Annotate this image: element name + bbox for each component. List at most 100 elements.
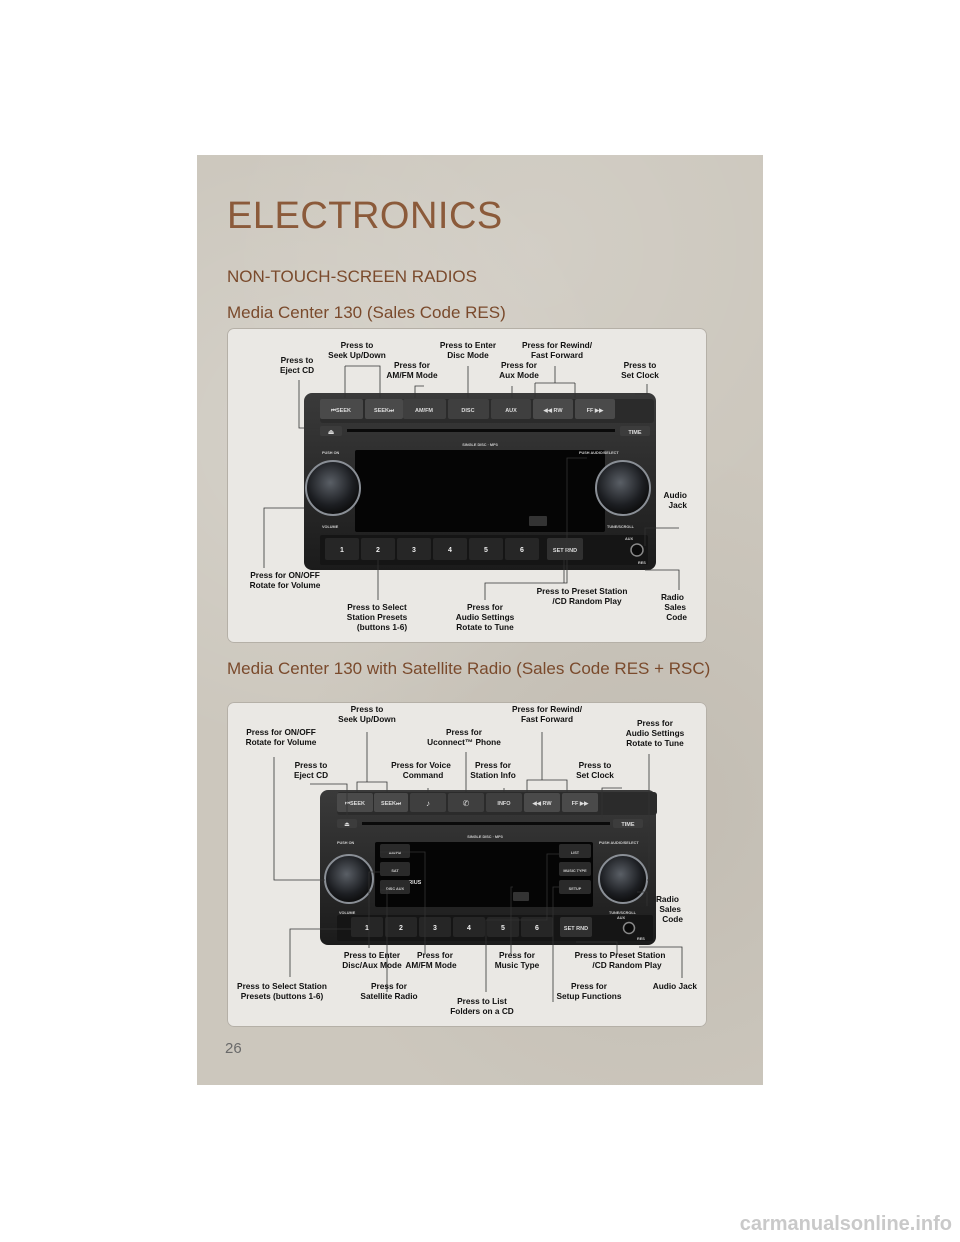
set-rnd-button[interactable] (547, 538, 583, 560)
tune-scroll-label: TUNE/SCROLL (607, 525, 635, 529)
page-number: 26 (225, 1040, 242, 1057)
preset-label-2: 2 (376, 547, 380, 554)
aux-jack[interactable] (622, 921, 636, 935)
amfm-label: AM/FM (389, 851, 401, 855)
diagram1-subtitle: Media Center 130 (Sales Code RES) (227, 303, 506, 322)
amfm-button[interactable] (380, 844, 410, 858)
seek-down-button[interactable] (320, 399, 363, 419)
preset-button-6[interactable] (521, 917, 553, 937)
time-button[interactable] (620, 426, 650, 436)
preset-button-6[interactable] (505, 538, 539, 560)
volume-label: VOLUME (322, 525, 339, 529)
seek-down-label: ⏮SEEK (345, 801, 365, 807)
diagram1-svg: ⏮SEEK SEEK⏭ AM/FM DISC AUX ◀◀ RW FF ▶▶ ⏏… (250, 340, 688, 632)
aux-button[interactable] (491, 399, 531, 419)
preset-station-callout: Press to Preset Station/CD Random Play (575, 950, 666, 970)
fastforward-button[interactable] (575, 399, 615, 419)
set-rnd-label: SET RND (564, 926, 588, 932)
preset-button-4[interactable] (433, 538, 467, 560)
res-tag: RES (638, 561, 646, 565)
disc-type-label: SINGLE DISC · MP3 (462, 443, 497, 447)
diagram2-panel: ⏮SEEK SEEK⏭ ♪ ✆ INFO ◀◀ RW FF ▶▶ ⏏ TIME … (227, 702, 707, 1027)
disc-aux-label: DISC AUX (386, 887, 404, 891)
preset-button-3[interactable] (397, 538, 431, 560)
fastforward-label: FF ▶▶ (572, 800, 589, 807)
phone-button[interactable] (448, 793, 484, 812)
seek-up-button[interactable] (374, 793, 408, 812)
info-button[interactable] (486, 793, 522, 812)
cd-slot (347, 429, 615, 432)
push-on-label: PUSH ON (337, 841, 355, 845)
seek-up-label: SEEK⏭ (374, 408, 394, 414)
radio-display (355, 450, 605, 532)
rewind-button[interactable] (533, 399, 573, 419)
sirius-logo: SIRIUS (403, 880, 422, 886)
fastforward-button[interactable] (562, 793, 598, 812)
preset-label-3: 3 (412, 547, 416, 554)
seek-up-button[interactable] (365, 399, 403, 419)
rewind-label: ◀◀ RW (542, 407, 563, 414)
seek-down-button[interactable] (337, 793, 373, 812)
preset-label-5: 5 (484, 547, 488, 554)
audio-jack-callout: Audio Jack (653, 981, 698, 991)
volume-knob[interactable] (324, 854, 374, 904)
page-title: NON-TOUCH-SCREEN RADIOS (227, 267, 477, 286)
sat-button[interactable] (380, 862, 410, 876)
preset-button-1[interactable] (325, 538, 359, 560)
disc-aux-button[interactable] (380, 880, 410, 894)
rewind-callout: Press for Rewind/Fast Forward (522, 340, 593, 360)
list-button[interactable] (559, 844, 591, 858)
eject-button[interactable] (337, 819, 357, 828)
voice-command-icon: ♪ (426, 799, 430, 808)
preset-label-6: 6 (535, 925, 539, 932)
top-button-row: ⏮SEEK SEEK⏭ ♪ ✆ INFO ◀◀ RW FF ▶▶ (337, 792, 657, 815)
diagram1-panel: ⏮SEEK SEEK⏭ AM/FM DISC AUX ◀◀ RW FF ▶▶ ⏏… (227, 328, 707, 643)
rewind-button[interactable] (524, 793, 560, 812)
aux-jack[interactable] (630, 543, 644, 557)
tune-knob[interactable] (595, 460, 651, 516)
preset-button-2[interactable] (385, 917, 417, 937)
tune-knob[interactable] (598, 854, 648, 904)
preset-button-3[interactable] (419, 917, 451, 937)
preset-label-4: 4 (448, 547, 452, 554)
amfm-label: AM/FM (415, 408, 433, 414)
eject-button[interactable] (320, 426, 342, 436)
cd-indicator-icon (529, 516, 547, 526)
set-rnd-button[interactable] (560, 917, 592, 937)
preset-label-6: 6 (520, 547, 524, 554)
disc-button[interactable] (448, 399, 489, 419)
preset-button-2[interactable] (361, 538, 395, 560)
sat-label: SAT (391, 869, 399, 873)
time-button[interactable] (613, 819, 643, 828)
amfm-button[interactable] (403, 399, 446, 419)
time-label: TIME (621, 822, 634, 828)
section-header: ELECTRONICS (227, 195, 503, 237)
volume-knob[interactable] (305, 460, 361, 516)
aux-tag: AUX (625, 537, 633, 541)
preset-button-5[interactable] (469, 538, 503, 560)
music-type-button[interactable] (559, 862, 591, 876)
voice-command-button[interactable] (410, 793, 446, 812)
res-tag: RES (637, 937, 645, 941)
preset-button-4[interactable] (453, 917, 485, 937)
preset-button-1[interactable] (351, 917, 383, 937)
push-audio-label: PUSH AUDIO/SELECT (579, 451, 619, 455)
tune-scroll-label: TUNE/SCROLL (609, 911, 637, 915)
diagram2-subtitle: Media Center 130 with Satellite Radio (S… (227, 659, 711, 678)
setup-button[interactable] (559, 880, 591, 894)
